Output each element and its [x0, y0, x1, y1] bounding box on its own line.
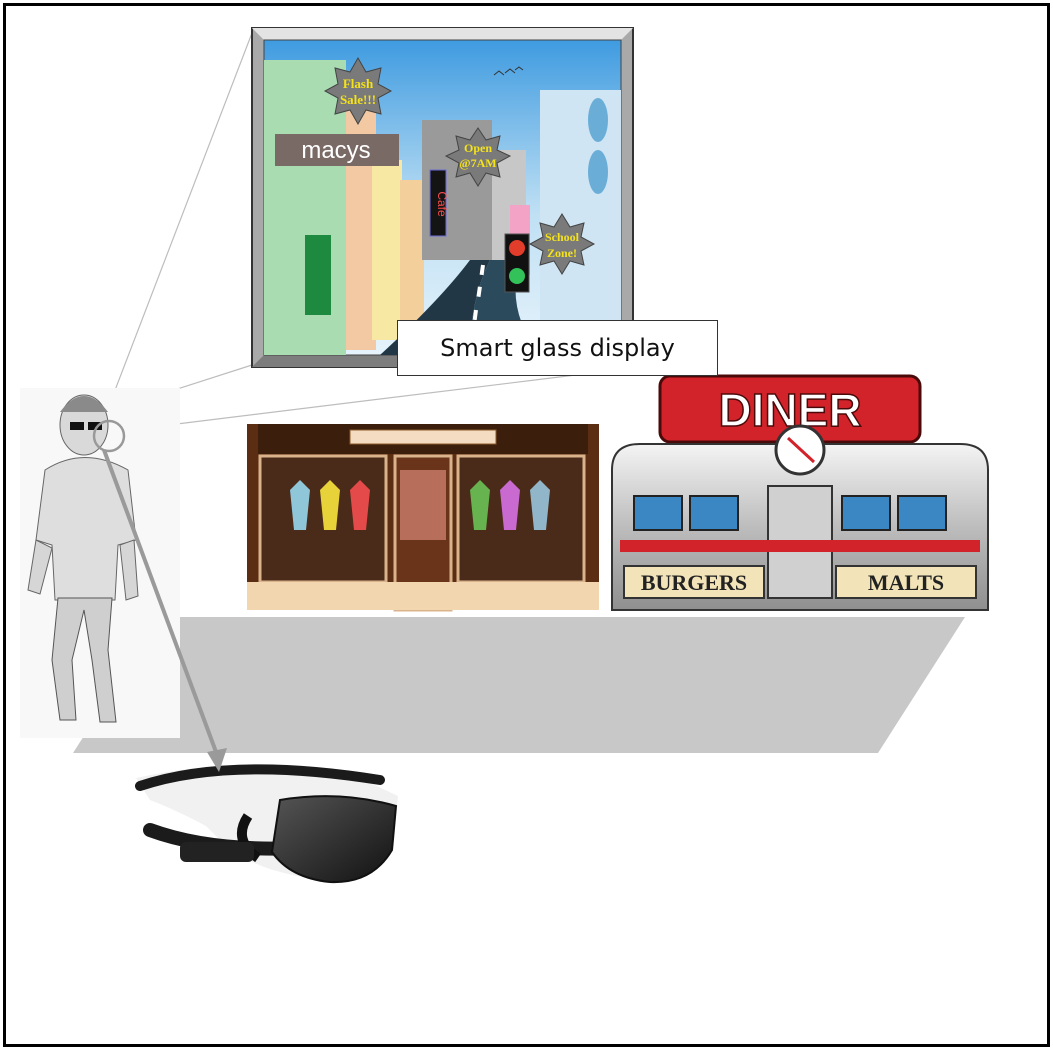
diner-right-banner: MALTS [868, 570, 944, 595]
open-line1: Open [464, 141, 492, 155]
school-zone-line1: School [545, 230, 580, 244]
pedestrian-figure [20, 388, 180, 738]
smart-glasses-photo [136, 765, 398, 883]
diner-left-banner: BURGERS [641, 570, 747, 595]
smart-glass-display: macys Cafe Flash Sale!!! Open @7AM Schoo… [252, 28, 633, 367]
flash-sale-line1: Flash [343, 76, 374, 91]
macys-sign-text: macys [301, 137, 370, 164]
flash-sale-line2: Sale!!! [340, 92, 376, 107]
open-line2: @7AM [459, 156, 496, 170]
smart-glass-display-caption: Smart glass display [397, 320, 718, 376]
clothing-store-illustration [247, 424, 599, 610]
cafe-sign-text: Cafe [435, 191, 449, 217]
school-zone-line2: Zone! [547, 246, 577, 260]
diner-illustration: DINER BURGERS MALTS [612, 376, 988, 610]
